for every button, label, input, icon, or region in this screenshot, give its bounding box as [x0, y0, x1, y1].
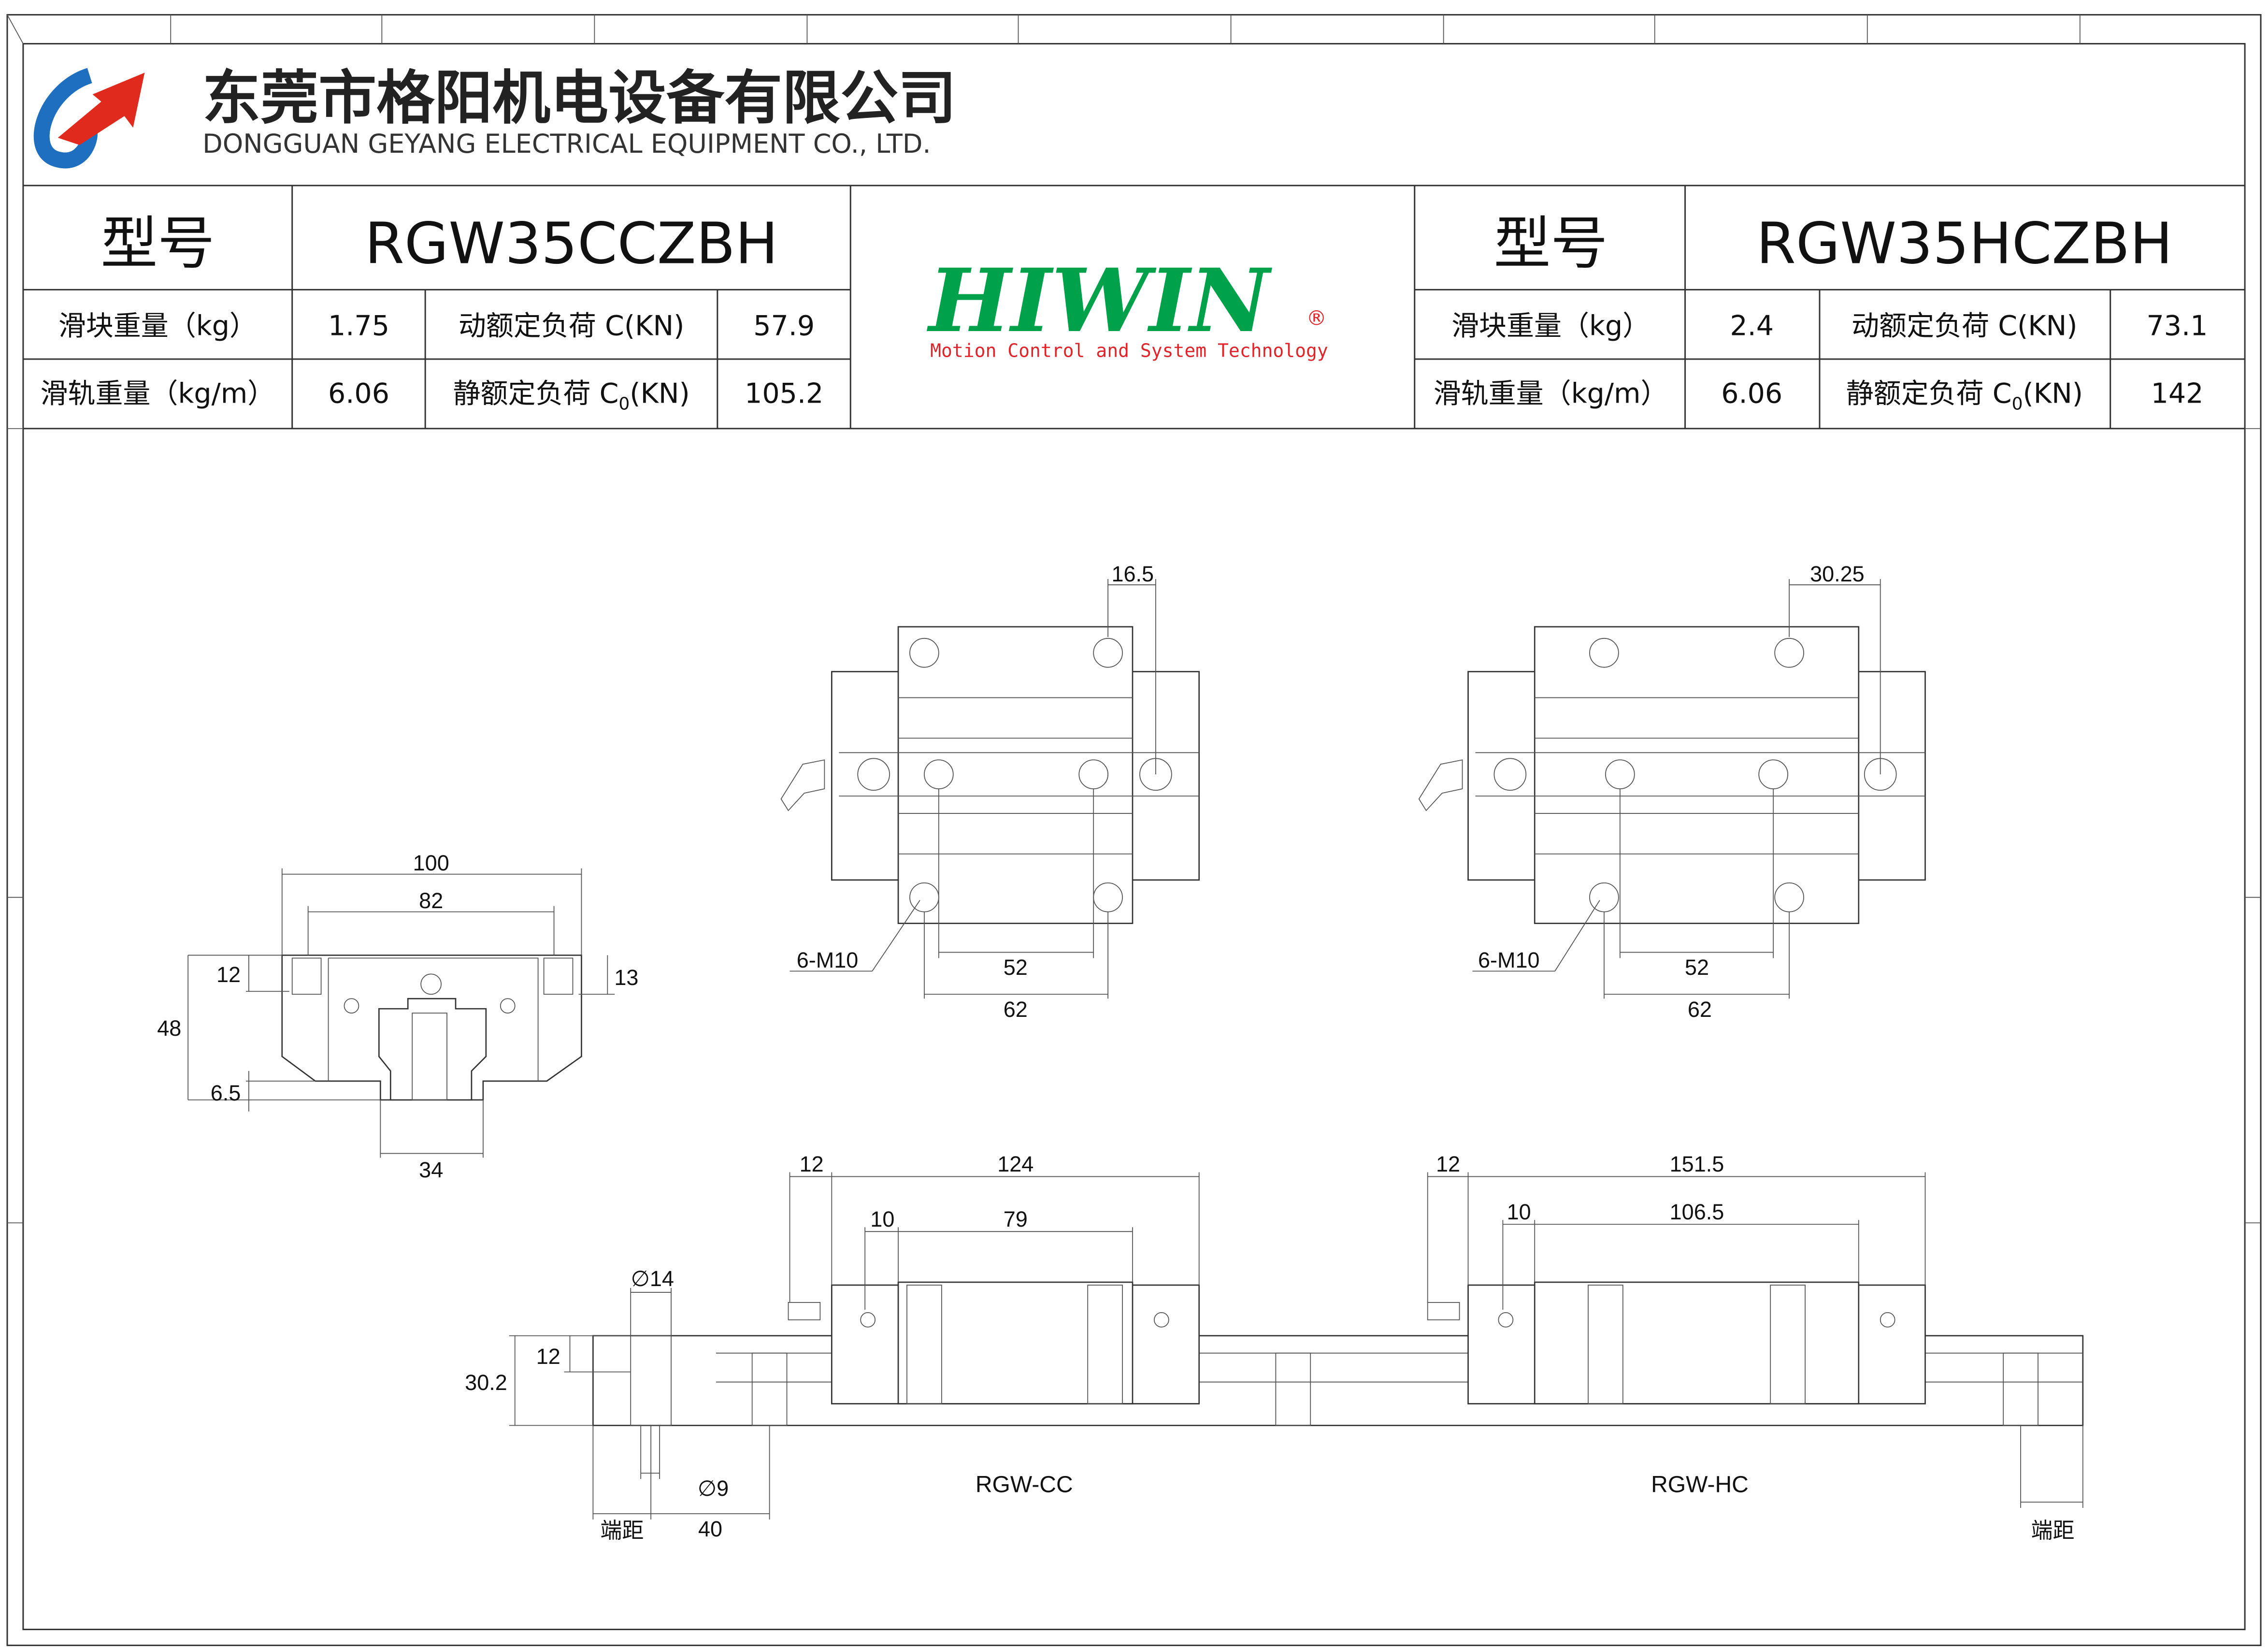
- static-load-text: 静额定负荷 C: [453, 377, 619, 410]
- left-static-load-value: 105.2: [745, 377, 824, 410]
- end-distance-label: 端距: [600, 1518, 644, 1543]
- dim-40: 40: [698, 1516, 723, 1541]
- end-distance-label-right: 端距: [2031, 1518, 2075, 1543]
- left-dynamic-load-value: 57.9: [753, 310, 815, 342]
- side-hc-dim-10: 10: [1507, 1199, 1531, 1224]
- dim-6-5: 6.5: [210, 1081, 241, 1106]
- left-model-label: 型号: [100, 210, 215, 277]
- spec-table-grid: [23, 185, 2245, 430]
- cc-dim-16-5: 16.5: [1111, 561, 1154, 586]
- label-rgw-hc: RGW-HC: [1651, 1472, 1749, 1498]
- left-static-load-label: 静额定负荷 C0(KN): [453, 377, 690, 413]
- static-load-text: 静额定负荷 C: [1846, 377, 2012, 410]
- left-block-weight-label: 滑块重量（kg）: [58, 310, 257, 342]
- cc-dim-62: 62: [1003, 997, 1028, 1022]
- static-load-unit: (KN): [630, 377, 690, 410]
- right-static-load-value: 142: [2151, 377, 2204, 410]
- dim-30-2: 30.2: [465, 1370, 507, 1395]
- side-hc-dim-12: 12: [1435, 1152, 1461, 1177]
- right-block-weight-value: 2.4: [1730, 310, 1774, 342]
- hc-dim-52: 52: [1684, 955, 1709, 980]
- right-dynamic-load-value: 73.1: [2146, 310, 2208, 342]
- static-load-unit: (KN): [2023, 377, 2083, 410]
- hc-dim-62: 62: [1687, 997, 1712, 1022]
- side-cc-dim-124: 124: [997, 1152, 1034, 1177]
- side-hc-dim-106-5: 106.5: [1669, 1199, 1724, 1224]
- dim-13: 13: [614, 965, 639, 990]
- side-cc-dim-10: 10: [870, 1206, 895, 1231]
- front-view: [187, 868, 615, 1158]
- right-dynamic-load-label: 动额定负荷 C(KN): [1852, 310, 2078, 342]
- dim-48: 48: [157, 1015, 182, 1041]
- company-name-en: DONGGUAN GEYANG ELECTRICAL EQUIPMENT CO.…: [202, 129, 931, 159]
- right-static-load-label: 静额定负荷 C0(KN): [1846, 377, 2083, 413]
- top-view-hc: [1418, 579, 1926, 999]
- top-view-cc: [780, 579, 1200, 999]
- dim-100: 100: [413, 851, 449, 876]
- left-model-value: RGW35CCZBH: [364, 210, 778, 277]
- left-rail-weight-value: 6.06: [328, 377, 389, 410]
- dim-82: 82: [419, 888, 444, 913]
- left-dynamic-load-label: 动额定负荷 C(KN): [458, 310, 685, 342]
- right-rail-weight-value: 6.06: [1721, 377, 1783, 410]
- dim-phi-9: ∅9: [697, 1476, 729, 1501]
- hiwin-logo: HIWIN: [929, 249, 1270, 352]
- dim-12: 12: [216, 962, 241, 987]
- frame-ticks: [7, 14, 2261, 1224]
- outer-border: [6, 14, 2262, 1646]
- left-block-weight-value: 1.75: [328, 310, 389, 342]
- right-rail-weight-label: 滑轨重量（kg/m）: [1433, 377, 1668, 410]
- side-view: [509, 1172, 2084, 1520]
- inner-border: [22, 43, 2246, 1630]
- static-load-subscript: 0: [618, 394, 630, 414]
- right-block-weight-label: 滑块重量（kg）: [1451, 310, 1651, 342]
- registered-mark: ®: [1306, 306, 1327, 330]
- dim-12-rail: 12: [536, 1344, 560, 1369]
- hc-hole-callout: 6-M10: [1478, 947, 1540, 972]
- dim-34: 34: [419, 1158, 444, 1183]
- label-rgw-cc: RGW-CC: [975, 1472, 1073, 1498]
- right-model-value: RGW35HCZBH: [1756, 210, 2173, 277]
- left-rail-weight-label: 滑轨重量（kg/m）: [40, 377, 275, 410]
- cc-dim-52: 52: [1003, 955, 1028, 980]
- static-load-subscript: 0: [2011, 394, 2023, 414]
- dim-phi-14: ∅14: [631, 1266, 674, 1291]
- company-name-cn: 东莞市格阳机电设备有限公司: [202, 64, 957, 132]
- company-logo-icon: [33, 68, 145, 169]
- cc-hole-callout: 6-M10: [796, 947, 859, 972]
- hiwin-tagline: Motion Control and System Technology: [930, 340, 1328, 362]
- right-model-label: 型号: [1493, 210, 1608, 277]
- side-cc-dim-12: 12: [799, 1152, 824, 1177]
- hc-dim-30-25: 30.25: [1810, 561, 1865, 586]
- side-hc-dim-151-5: 151.5: [1669, 1152, 1724, 1177]
- side-cc-dim-79: 79: [1003, 1206, 1028, 1231]
